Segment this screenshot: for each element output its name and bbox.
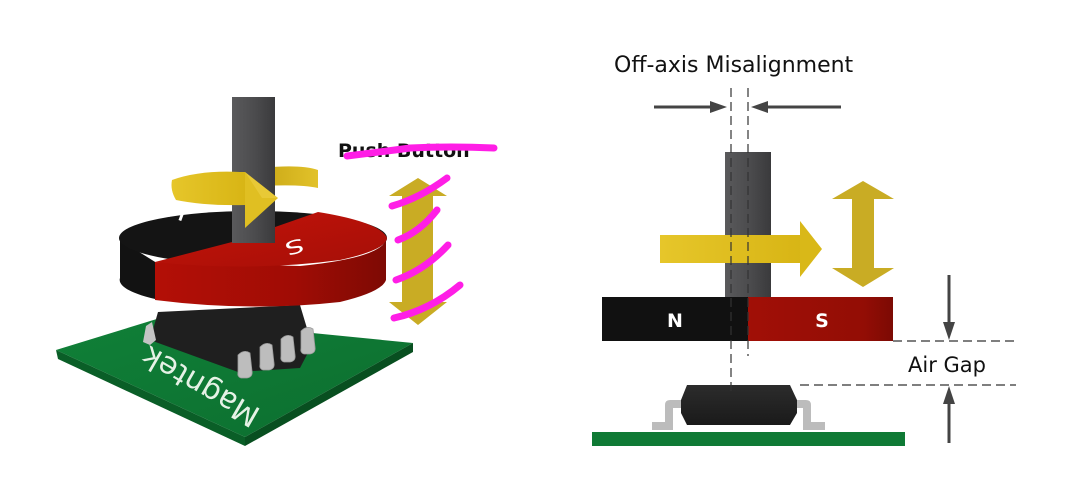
chip-lead-right-2d [794, 400, 825, 430]
rotation-arrow-icon [171, 171, 278, 228]
scribble-2 [394, 206, 441, 244]
magnet-south-label: S [815, 310, 829, 332]
arrow-right-icon [710, 101, 727, 113]
scribble-1 [388, 174, 451, 210]
chip-leads-front [237, 327, 316, 379]
rotation-arrow-back [262, 166, 318, 188]
axial-motion-arrow-2d-icon [832, 181, 894, 287]
magnet-disk-3d: N S [119, 199, 387, 307]
arrow-down-icon [943, 322, 955, 340]
right-2d-diagram: Off-axis Misalignment N S [592, 53, 1016, 446]
scribble-3 [392, 241, 452, 284]
arrow-up-icon [943, 386, 955, 404]
magnet-disk-side-north [119, 240, 160, 300]
chip-body-2d [681, 385, 797, 425]
left-3d-diagram: Magntek N S [56, 97, 498, 446]
disk-south-label: S [282, 234, 306, 260]
strikethrough-scribble [343, 143, 498, 160]
magnet-disk-side-south [155, 240, 386, 307]
chip-lead-left [143, 322, 156, 345]
shaft-3d [232, 97, 275, 243]
magnet-north-half [602, 297, 748, 341]
misalignment-title: Off-axis Misalignment [614, 53, 854, 78]
pcb-left-edge [56, 350, 245, 446]
chip-lead-left-2d [652, 400, 682, 430]
magnet-north-label: N [667, 310, 683, 332]
magnet-south-half [748, 297, 893, 341]
pcb-strip [592, 432, 905, 446]
scribble-4 [390, 281, 464, 322]
pcb-top-face [56, 318, 413, 437]
annotation-scribbles [343, 143, 498, 322]
arrow-left-icon [751, 101, 768, 113]
air-gap-dimension [943, 275, 955, 443]
bar-magnet: N S [602, 297, 893, 341]
pcb-right-edge [245, 343, 413, 446]
sensor-chip-2d [652, 385, 825, 430]
sensor-chip-3d [143, 305, 316, 379]
air-gap-label: Air Gap [908, 353, 986, 377]
misalignment-dimension [654, 101, 841, 113]
